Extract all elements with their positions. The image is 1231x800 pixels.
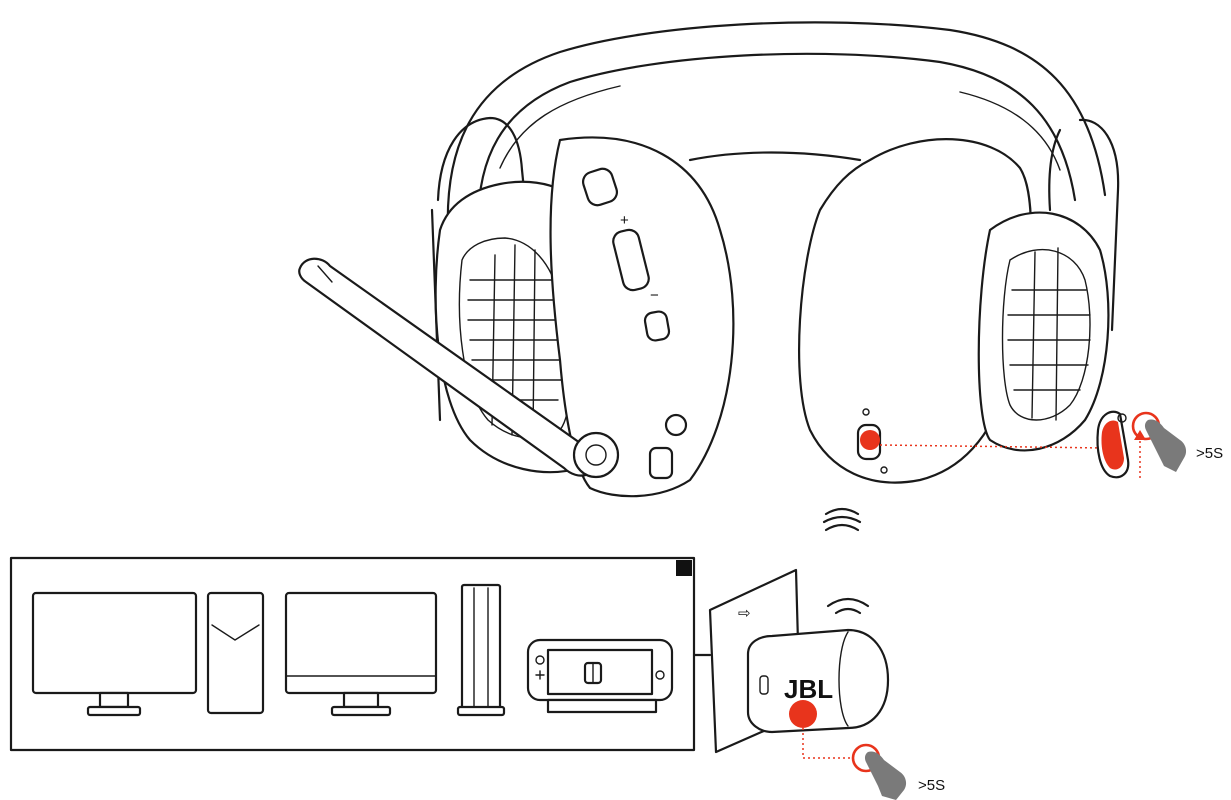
headband <box>446 21 1107 234</box>
compatible-devices-panel <box>9 556 696 752</box>
pc-tower-icon <box>206 591 265 715</box>
left-controls: + − <box>581 167 688 480</box>
dongle-guide-line <box>802 728 850 759</box>
boom-microphone <box>298 257 620 479</box>
press-hand-icon <box>1131 411 1187 472</box>
left-cushion <box>549 136 735 498</box>
right-mesh <box>1007 247 1091 421</box>
headset-illustration: + − <box>298 21 1120 498</box>
dongle-wireless-signal-icon <box>826 597 870 615</box>
usb-icon: ⇨ <box>738 605 751 622</box>
headset-pair-button <box>856 408 888 474</box>
usb-dongle: JBL <box>746 628 890 734</box>
right-cushion <box>798 138 1032 484</box>
right-ear-cup <box>977 211 1110 452</box>
dongle-press-hand-icon <box>851 743 907 800</box>
console-tower-icon <box>456 583 506 717</box>
headset-button-closeup <box>1096 410 1130 479</box>
dongle-duration-label: >5S <box>918 777 945 794</box>
wireless-signal-icon <box>822 507 862 532</box>
headset-duration-label: >5S <box>1196 445 1223 462</box>
imac-icon <box>284 591 438 717</box>
dongle-brand-logo: JBL <box>784 674 833 704</box>
switch-icon <box>526 638 674 714</box>
left-mesh <box>467 244 564 436</box>
minus-glyph: − <box>650 287 659 304</box>
dongle-pair-button <box>789 700 817 728</box>
plus-glyph: + <box>620 212 629 229</box>
corner-marker <box>676 560 692 576</box>
monitor-icon <box>31 591 198 717</box>
